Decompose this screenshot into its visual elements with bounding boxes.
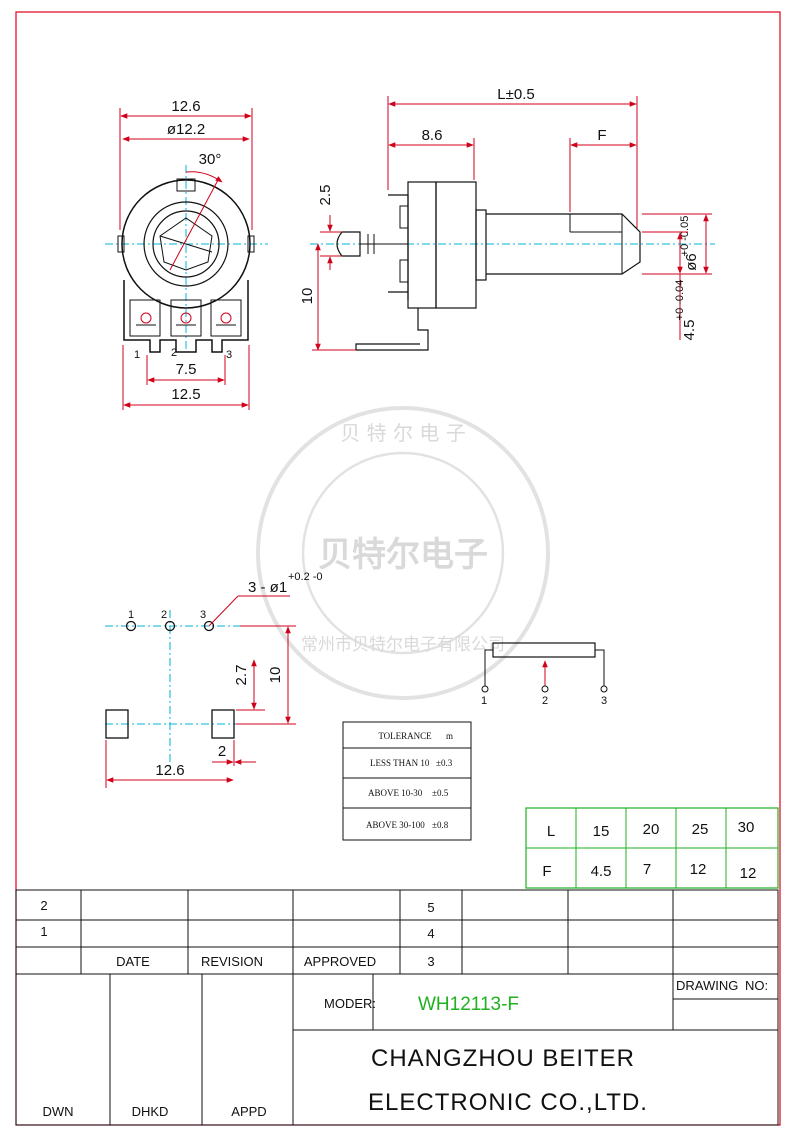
moder-label: MODER:: [324, 996, 376, 1011]
stamp-center-text: 贝特尔电子: [318, 535, 488, 575]
pcb-pin-1: 1: [128, 609, 134, 621]
schem-pin-2: 2: [542, 695, 548, 707]
company-line-2: ELECTRONIC CO.,LTD.: [368, 1089, 648, 1116]
tolerance-table: TOLERANCE m LESS THAN 10 ±0.3 ABOVE 10-3…: [342, 721, 472, 841]
lf-f-2: 7: [643, 861, 651, 878]
dwn-label: DWN: [42, 1104, 73, 1119]
pcb-layout: 1 2 3 3 - ø1 +0.2 -0 2.7 10 2 12.6: [105, 571, 323, 788]
tol-range-2: ABOVE 10-30: [368, 788, 423, 798]
schem-pin-3: 3: [601, 695, 607, 707]
hole-tol: +0.2 -0: [288, 571, 323, 583]
tol-value-2: ±0.5: [432, 788, 449, 798]
front-pin-1: 1: [134, 349, 140, 361]
lf-l-2: 20: [643, 821, 660, 838]
tol-range-3: ABOVE 30-100: [366, 820, 425, 830]
title-block-text: 2 1 5 4 3 DATE REVISION APPROVED MODER: …: [40, 898, 768, 1119]
front-view: 12.6 ø12.2 30° 1 2 3 7.5 12.5: [105, 98, 268, 410]
lf-l-0: L: [547, 823, 555, 840]
tol-value-3: ±0.8: [432, 820, 449, 830]
side-view: L±0.5 8.6 F 2.5 10 ø6 +0 -0.05 4.5 +0 -0…: [299, 86, 715, 351]
dim-length: L±0.5: [497, 86, 534, 103]
num-4: 4: [427, 926, 434, 941]
revision-label: REVISION: [201, 954, 263, 969]
dhkd-label: DHKD: [132, 1104, 169, 1119]
dim-shaft-dia: ø6: [683, 253, 700, 271]
dim-flat-tol: +0 -0.04: [674, 280, 686, 321]
tolerance-title: TOLERANCE: [378, 731, 432, 741]
approved-label: APPROVED: [304, 954, 376, 969]
dim-pin-pitch: 7.5: [176, 361, 197, 378]
company-stamp: 贝特尔电子 贝 特 尔 电 子 常州市贝特尔电子有限公司: [256, 406, 550, 700]
lf-l-1: 15: [593, 823, 610, 840]
stamp-ring-top: 贝 特 尔 电 子: [340, 421, 465, 445]
dim-2-7: 2.7: [233, 665, 250, 686]
dim-2: 2: [218, 743, 226, 760]
potentiometer-schematic: 1 2 3: [481, 642, 608, 707]
lf-f-0: F: [542, 863, 551, 880]
pcb-pin-2: 2: [161, 609, 167, 621]
drawing-label: DRAWING: [676, 978, 738, 993]
dim-base-width: 12.5: [171, 386, 200, 403]
appd-label: APPD: [231, 1104, 266, 1119]
dim-width: 12.6: [171, 98, 200, 115]
front-pin-3: 3: [226, 349, 232, 361]
dim-angle: 30°: [199, 151, 222, 168]
dim-12-6: 12.6: [155, 762, 184, 779]
dim-10: 10: [299, 288, 316, 305]
lf-f-4: 12: [740, 865, 757, 882]
lf-l-3: 25: [692, 821, 709, 838]
dim-2-5: 2.5: [317, 185, 334, 206]
title-block: [15, 889, 779, 1126]
dim-pcb-10: 10: [267, 667, 284, 684]
l-f-table: L 15 20 25 30 F 4.5 7 12 12: [525, 807, 779, 889]
pcb-pin-3: 3: [200, 609, 206, 621]
rev-row-1: 1: [40, 924, 47, 939]
lf-f-1: 4.5: [591, 863, 612, 880]
schem-pin-1: 1: [481, 695, 487, 707]
num-5: 5: [427, 900, 434, 915]
dim-flat: 4.5: [681, 320, 698, 341]
no-label: NO:: [745, 978, 768, 993]
front-pin-2: 2: [171, 347, 177, 359]
model-number: WH12113-F: [418, 994, 519, 1015]
dim-shaft-dia-tol: +0 -0.05: [679, 216, 691, 257]
rev-row-2: 2: [40, 898, 47, 913]
date-label: DATE: [116, 954, 150, 969]
company-line-1: CHANGZHOU BEITER: [371, 1045, 635, 1072]
tolerance-unit: m: [446, 731, 453, 741]
dim-diameter: ø12.2: [167, 121, 205, 138]
hole-callout: 3 - ø1: [248, 579, 287, 596]
dim-8-6: 8.6: [422, 127, 443, 144]
tol-value-1: ±0.3: [436, 758, 453, 768]
lf-f-3: 12: [690, 861, 707, 878]
num-3: 3: [427, 954, 434, 969]
stamp-ring-bottom: 常州市贝特尔电子有限公司: [301, 635, 505, 655]
dim-f: F: [597, 127, 606, 144]
lf-l-4: 30: [738, 819, 755, 836]
tol-range-1: LESS THAN 10: [370, 758, 430, 768]
